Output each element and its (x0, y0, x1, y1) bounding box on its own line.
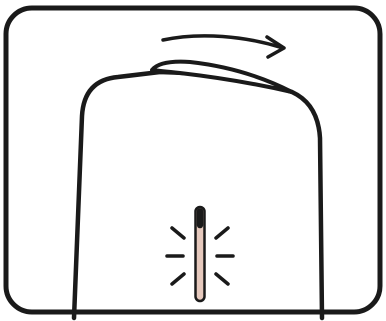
rounded-frame (6, 8, 380, 312)
charging-led-indicator (196, 207, 205, 301)
